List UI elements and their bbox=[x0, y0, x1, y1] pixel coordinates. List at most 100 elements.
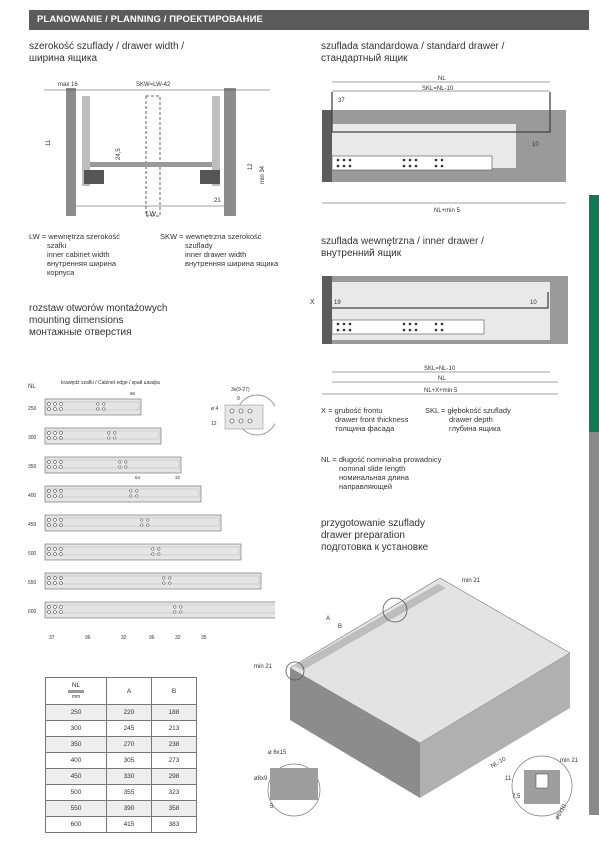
inner-dim-skl: SKL=NL-10 bbox=[424, 366, 456, 372]
cabinet-side-right bbox=[224, 88, 236, 216]
mount-hole bbox=[124, 465, 128, 469]
mount-rail-inner bbox=[46, 517, 220, 527]
drawer-width-heading: szerokość szuflady / drawer width / шири… bbox=[29, 41, 185, 64]
mount-rail bbox=[44, 456, 182, 474]
mounting-diagram: NL krawędź szafki / Cabinet edge / край … bbox=[28, 379, 275, 641]
dim-min34: min 34 bbox=[260, 165, 266, 184]
mount-hole bbox=[47, 436, 51, 440]
mount-hole bbox=[47, 489, 51, 493]
mount-hole bbox=[47, 465, 51, 469]
std-dim-37: 37 bbox=[338, 98, 345, 104]
mount-hole bbox=[157, 552, 161, 556]
drawer-left-face bbox=[290, 668, 420, 798]
mount-hole bbox=[173, 605, 177, 609]
table-cell: 450 bbox=[45, 768, 107, 785]
mount-nl-label: NL bbox=[28, 384, 36, 390]
mount-rail-inner bbox=[46, 488, 200, 498]
slide-icon bbox=[68, 690, 84, 693]
mount-hole bbox=[168, 576, 172, 580]
mount-hole bbox=[146, 523, 150, 527]
standard-drawer-heading: szuflada standardowa / standard drawer /… bbox=[321, 41, 505, 64]
drawer-front-face bbox=[420, 653, 570, 798]
prep-min21-b: min 21 bbox=[254, 664, 273, 670]
mount-hole bbox=[53, 523, 57, 527]
mount-hole bbox=[53, 494, 57, 498]
inner-drawer-profile bbox=[332, 292, 549, 309]
mount-hole bbox=[53, 489, 57, 493]
callout-circle-top bbox=[382, 597, 408, 623]
mount-hole bbox=[151, 547, 155, 551]
mount-rail-inner bbox=[46, 546, 240, 556]
prep-dim-b: B bbox=[338, 624, 342, 630]
mount-hole bbox=[151, 552, 155, 556]
inner-dim-19: 19 bbox=[334, 300, 341, 306]
mount-hole bbox=[59, 402, 63, 406]
mount-hole bbox=[59, 489, 63, 493]
mount-hole bbox=[53, 552, 57, 556]
mount-hole bbox=[113, 431, 117, 435]
std-slide-holes bbox=[336, 158, 444, 168]
mount-hole bbox=[53, 518, 57, 522]
table-header-nl: NL mm bbox=[45, 677, 107, 705]
table-cell: 600 bbox=[45, 816, 107, 833]
prep-dim-a: A bbox=[326, 616, 330, 622]
mount-hole bbox=[53, 402, 57, 406]
dim-h245: 24,5 bbox=[116, 148, 122, 160]
dim-skw: SKW=LW-42 bbox=[136, 82, 171, 88]
mount-hole bbox=[140, 523, 144, 527]
mount-rail-inner bbox=[46, 430, 160, 440]
dim-h12: 12 bbox=[248, 163, 254, 170]
dim-lw: LW bbox=[146, 211, 156, 218]
table-cell: 273 bbox=[151, 752, 197, 769]
mount-rail bbox=[44, 514, 222, 532]
mount-hole bbox=[53, 576, 57, 580]
mount-hole bbox=[168, 581, 172, 585]
mount-hole bbox=[47, 431, 51, 435]
mount-hole bbox=[47, 494, 51, 498]
inner-slide bbox=[331, 319, 485, 335]
mount-hole bbox=[129, 494, 133, 498]
mount-hole bbox=[47, 547, 51, 551]
mount-hole bbox=[47, 581, 51, 585]
mount-length-label: 400 bbox=[28, 493, 37, 499]
mount-hole bbox=[129, 489, 133, 493]
table-cell: 383 bbox=[151, 816, 197, 833]
mount-hole bbox=[118, 465, 122, 469]
table-header-b: B bbox=[151, 677, 197, 705]
mount-bottom-dim: 96 bbox=[85, 635, 91, 641]
prep-d75: 7,5 bbox=[512, 794, 521, 800]
inner-slide-holes bbox=[336, 322, 444, 332]
mount-length-label: 600 bbox=[28, 609, 37, 615]
hole-detail-right-slot bbox=[535, 773, 549, 789]
cabinet-edge-label: krawędź szafki / Cabinet edge / край шка… bbox=[61, 379, 160, 386]
prep-d5: 5 bbox=[270, 804, 274, 810]
mount-hole bbox=[47, 402, 51, 406]
mount-hole bbox=[59, 518, 63, 522]
table-header-a: A bbox=[106, 677, 152, 705]
mount-bottom-dim: 32 bbox=[121, 635, 127, 641]
inner-dim-96: 96 bbox=[130, 391, 136, 396]
prep-min21-a: min 21 bbox=[462, 578, 481, 584]
mount-rail bbox=[44, 543, 242, 561]
inner-dim-32: 32 bbox=[175, 475, 181, 480]
mount-hole bbox=[59, 581, 63, 585]
mount-rail bbox=[44, 601, 275, 619]
std-slide bbox=[331, 155, 493, 171]
cabinet-side-left bbox=[66, 88, 76, 216]
table-cell: 300 bbox=[45, 720, 107, 737]
mount-hole bbox=[59, 460, 63, 464]
inner-dim-x: X bbox=[310, 299, 315, 306]
mount-hole bbox=[53, 610, 57, 614]
preparation-diagram: min 21 min 21 A B NL-10 ø 6x15 ø8x9 5 mi… bbox=[254, 577, 579, 821]
mount-bottom-dim: 35 bbox=[201, 635, 207, 641]
slide-left bbox=[84, 170, 104, 184]
standard-drawer-diagram: NL SKL=NL-10 37 10 NL+min 5 bbox=[322, 76, 566, 214]
drawer-width-diagram: max 16 SKW=LW-42 11 24,5 12 min 34 21 LW bbox=[44, 82, 270, 218]
table-cell: 238 bbox=[151, 736, 197, 753]
mount-bottom-dim: 37 bbox=[49, 635, 55, 641]
